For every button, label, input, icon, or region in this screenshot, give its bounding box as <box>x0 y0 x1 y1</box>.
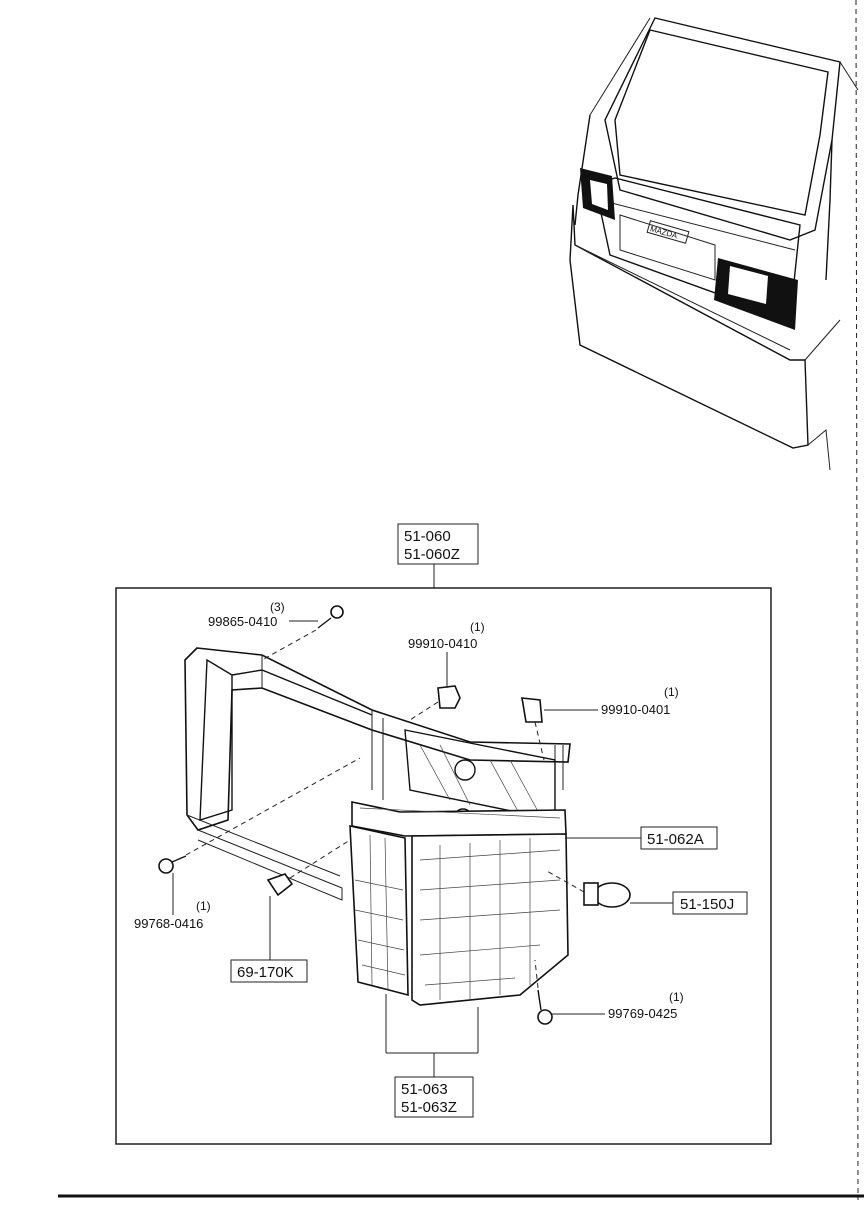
bulb-number: 51-150J <box>680 896 734 913</box>
side-lens <box>349 824 409 997</box>
lens-number: 51-063 <box>401 1081 448 1098</box>
socket-callout: 69-170K <box>230 896 308 983</box>
screw-bottom-qty: (1) <box>669 990 684 1004</box>
vehicle-badge: MAZDA <box>649 224 679 241</box>
nut-center-number: 99910-0410 <box>408 636 477 651</box>
lens-callout: 51-063 51-063Z <box>385 994 479 1118</box>
screw-left-number: 99768-0416 <box>134 916 203 931</box>
nut-right-qty: (1) <box>664 685 679 699</box>
screw-top-number: 99865-0410 <box>208 614 277 629</box>
main-lens <box>411 833 569 1006</box>
bulb <box>583 882 631 908</box>
bulb-socket <box>266 873 294 897</box>
screw-top <box>317 605 344 629</box>
screw-bottom-number: 99769-0425 <box>608 1006 677 1021</box>
assembly-number: 51-060 <box>404 528 451 545</box>
screw-left <box>158 855 187 874</box>
gasket-part <box>351 801 567 837</box>
nut-right <box>521 697 543 723</box>
assembly-frame <box>115 587 772 1145</box>
bulb-callout: 51-150J <box>630 891 748 915</box>
screw-top-qty: (3) <box>270 600 285 614</box>
assembly-number-alt: 51-060Z <box>404 546 460 563</box>
screw-bottom <box>537 989 553 1025</box>
socket-number: 69-170K <box>237 964 294 981</box>
nut-center <box>437 685 461 709</box>
assembly-callout: 51-060 51-060Z <box>397 523 479 588</box>
nut-center-qty: (1) <box>470 620 485 634</box>
nut-right-number: 99910-0401 <box>601 702 670 717</box>
gasket-number: 51-062A <box>647 831 704 848</box>
gasket-callout: 51-062A <box>565 826 718 850</box>
screw-left-qty: (1) <box>196 899 211 913</box>
bezel-housing <box>184 647 571 901</box>
lens-number-alt: 51-063Z <box>401 1099 457 1116</box>
